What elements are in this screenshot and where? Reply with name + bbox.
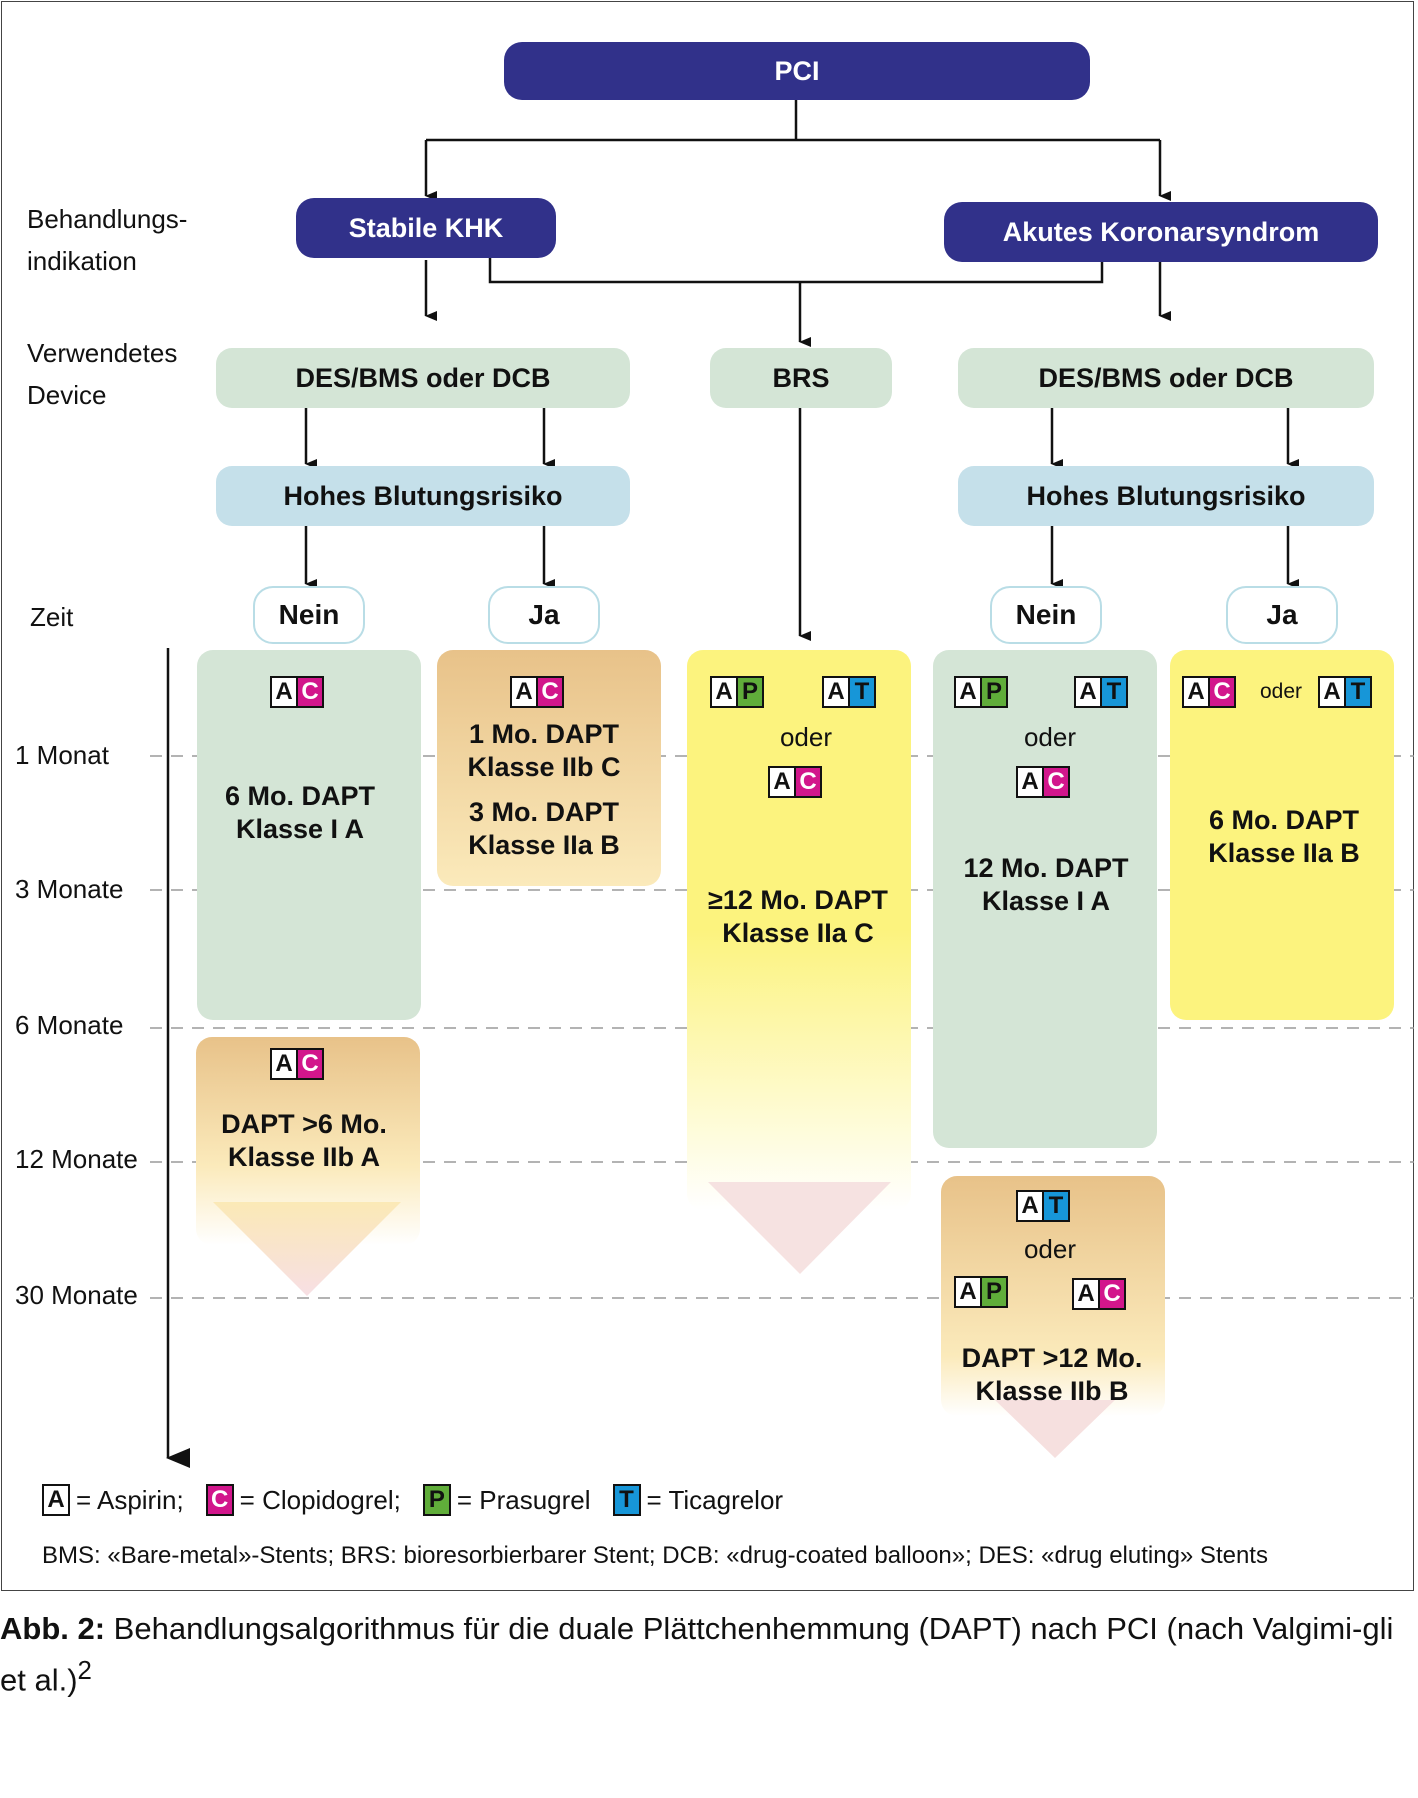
- region-skhk-yes: [437, 650, 661, 886]
- indication-stable-khk: Stabile KHK: [296, 198, 556, 258]
- bleeding-risk-right: Hohes Blutungsrisiko: [958, 466, 1374, 526]
- region-acs-yes: [1170, 650, 1394, 1020]
- caption-label: Abb. 2:: [0, 1611, 106, 1646]
- device-left: DES/BMS oder DCB: [216, 348, 630, 408]
- answer-left-yes: Ja: [488, 586, 600, 644]
- answer-right-no: Nein: [990, 586, 1102, 644]
- connector-lines: [304, 98, 1299, 641]
- row-label-time: Zeit: [30, 602, 74, 632]
- pci-box: PCI: [504, 42, 1090, 100]
- arrow-skhk-no-2: [213, 1202, 401, 1296]
- time-label-12-months: 12 Monate: [15, 1144, 138, 1174]
- time-label-6-months: 6 Monate: [15, 1010, 124, 1040]
- abbreviations: BMS: «Bare-metal»-Stents; BRS: bioresorb…: [42, 1542, 1268, 1569]
- figure-frame: [1, 1, 1414, 1591]
- row-label-indication: Behandlungs- indikation: [27, 204, 188, 276]
- or-text: oder: [1023, 1234, 1077, 1264]
- device-right: DES/BMS oder DCB: [958, 348, 1374, 408]
- or-text: oder: [779, 722, 833, 752]
- time-label-3-months: 3 Monate: [15, 874, 124, 904]
- device-brs: BRS: [710, 348, 892, 408]
- diagram-canvas: [150, 98, 1414, 1468]
- region-brs: [687, 650, 911, 1210]
- legend: A= Aspirin; C= Clopidogrel; P= Prasugrel…: [42, 1484, 805, 1516]
- recommendation-acs-no-2: DAPT >12 Mo.Klasse IIb B: [961, 1343, 1143, 1406]
- bleeding-risk-left: Hohes Blutungsrisiko: [216, 466, 630, 526]
- arrow-brs: [708, 1182, 891, 1274]
- region-skhk-no-1: [197, 650, 421, 1020]
- or-text: oder: [1260, 680, 1303, 703]
- region-skhk-no-2: [196, 1037, 420, 1245]
- time-label-30-months: 30 Monate: [15, 1280, 138, 1310]
- legend-item-clopidogrel: C= Clopidogrel;: [205, 1484, 401, 1516]
- legend-item-ticagrelor: T= Ticagrelor: [612, 1484, 783, 1516]
- arrow-acs-no-2: [995, 1400, 1115, 1458]
- answer-right-yes: Ja: [1226, 586, 1338, 644]
- or-text: oder: [1023, 722, 1077, 752]
- region-acs-no-1: [933, 650, 1157, 1148]
- region-acs-no-2: [941, 1176, 1165, 1416]
- legend-item-prasugrel: P= Prasugrel: [422, 1484, 591, 1516]
- time-label-1-month: 1 Monat: [15, 740, 109, 770]
- figure-caption: Abb. 2: Behandlungsalgorithmus für die d…: [0, 1608, 1410, 1701]
- recommendation-skhk-no-2: DAPT >6 Mo.Klasse IIb A: [221, 1109, 387, 1172]
- caption-reference: 2: [77, 1657, 92, 1685]
- legend-item-aspirin: A= Aspirin;: [42, 1484, 184, 1516]
- indication-acs: Akutes Koronarsyndrom: [944, 202, 1378, 262]
- answer-left-no: Nein: [253, 586, 365, 644]
- row-label-device: Verwendetes Device: [27, 338, 178, 410]
- caption-text: Behandlungsalgorithmus für die duale Plä…: [0, 1611, 1394, 1698]
